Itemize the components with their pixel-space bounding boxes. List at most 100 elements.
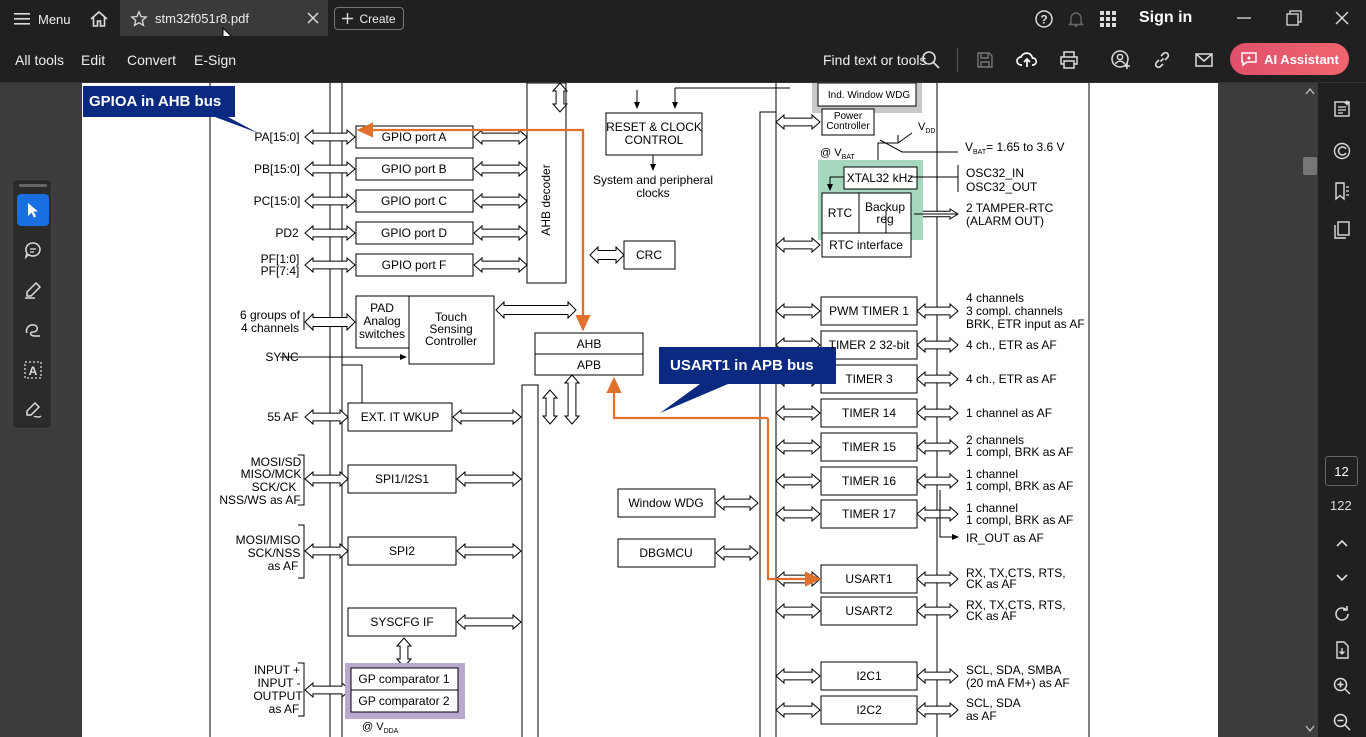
bus-arrow <box>916 404 959 422</box>
reset-clock-2: CONTROL <box>625 133 684 147</box>
i2c2-desc-2: as AF <box>966 709 997 723</box>
spi1-label: SPI1/I2S1 <box>375 472 429 486</box>
sign-in-button[interactable]: Sign in <box>1139 9 1193 26</box>
i2c1-label: I2C1 <box>856 669 882 683</box>
bus-arrow <box>541 389 559 425</box>
menu-button[interactable]: Menu <box>14 10 71 28</box>
ai-summary-icon[interactable] <box>1332 99 1352 119</box>
close-tab-icon[interactable] <box>306 11 320 25</box>
page-download-icon[interactable] <box>1332 640 1352 660</box>
apps-grid-icon[interactable] <box>1098 9 1118 29</box>
share-user-icon[interactable] <box>1110 49 1132 71</box>
sys-clocks-2: clocks <box>636 186 669 200</box>
bell-icon[interactable] <box>1066 9 1086 29</box>
restore-icon[interactable] <box>1284 8 1304 28</box>
document-viewport[interactable]: GPIOA in AHB bus USART1 in APB bus PA[15… <box>0 83 1318 737</box>
ir-out: IR_OUT as AF <box>966 531 1044 545</box>
bus-arrow <box>916 667 959 685</box>
timer16-desc-1: 1 channel <box>966 467 1018 481</box>
highlight-tool[interactable] <box>17 274 49 306</box>
bus-arrow <box>775 667 821 685</box>
page-number-input[interactable]: 12 <box>1325 456 1358 486</box>
vdda-label: @ V <box>362 721 384 733</box>
touch-groups-2: 4 channels <box>241 321 299 335</box>
find-text-tools[interactable]: Find text or tools <box>823 52 927 68</box>
pdf-page: GPIOA in AHB bus USART1 in APB bus PA[15… <box>82 83 1218 737</box>
comments-panel-icon[interactable] <box>1332 141 1352 161</box>
create-button[interactable]: Create <box>334 7 404 30</box>
toolbar-grip[interactable] <box>19 184 47 187</box>
title-bar: Menu stm32f051r8.pdf Create ? Sign in <box>0 0 1366 45</box>
signature-pen-icon <box>26 401 42 418</box>
link-icon[interactable] <box>1152 50 1172 70</box>
port-a-label: PA[15:0] <box>254 130 299 144</box>
timer-14: TIMER 14 <box>842 406 896 420</box>
timer16-desc-2: 1 compl, BRK as AF <box>966 479 1073 493</box>
zoom-in-icon[interactable] <box>1332 676 1352 696</box>
ai-assistant-button[interactable]: AI Assistant <box>1230 43 1349 75</box>
save-icon[interactable] <box>975 50 995 70</box>
bus-arrow <box>775 701 821 719</box>
edit-menu[interactable]: Edit <box>81 52 106 68</box>
star-icon[interactable] <box>130 10 148 28</box>
rotate-icon[interactable] <box>1332 604 1352 624</box>
ext-it-label: EXT. IT WKUP <box>361 410 439 424</box>
previous-page-icon[interactable] <box>1332 533 1352 553</box>
bookmarks-icon[interactable] <box>1332 181 1352 201</box>
cloud-upload-icon[interactable] <box>1016 49 1038 71</box>
timer1-desc-3: BRK, ETR input as AF <box>966 317 1085 331</box>
pages-panel-icon[interactable] <box>1332 220 1352 240</box>
ai-sparkle-icon <box>1241 52 1257 67</box>
usart2-desc-2: CK as AF <box>966 609 1017 623</box>
timer-1: PWM TIMER 1 <box>829 304 909 318</box>
select-tool[interactable] <box>17 194 49 226</box>
osc-out: OSC32_OUT <box>966 180 1038 194</box>
scroll-up-icon[interactable] <box>1305 87 1315 95</box>
bus-arrow <box>715 494 759 512</box>
timer17-desc-1: 1 channel <box>966 501 1018 515</box>
draw-tool[interactable] <box>17 314 49 346</box>
ahb-decoder-label: AHB decoder <box>539 164 553 235</box>
reset-clock-1: RESET & CLOCK <box>606 120 702 134</box>
sign-tool[interactable] <box>17 394 49 426</box>
help-icon[interactable]: ? <box>1034 9 1054 29</box>
convert-menu[interactable]: Convert <box>127 52 177 68</box>
bus-arrow <box>916 438 959 456</box>
scroll-down-icon[interactable] <box>1305 725 1315 733</box>
email-icon[interactable] <box>1194 50 1214 70</box>
esign-menu[interactable]: E-Sign <box>194 52 237 68</box>
bus-arrow <box>304 160 356 178</box>
bus-arrow <box>473 256 528 274</box>
comp-pin-4: as AF <box>269 702 300 716</box>
all-tools-menu[interactable]: All tools <box>15 52 65 68</box>
apb-label: APB <box>577 358 601 372</box>
bus-arrow <box>304 408 349 426</box>
freehand-icon <box>25 324 40 337</box>
bus-arrow <box>304 542 349 560</box>
syscfg-label: SYSCFG IF <box>370 615 433 629</box>
next-page-icon[interactable] <box>1332 567 1352 587</box>
scrollbar-thumb[interactable] <box>1303 157 1317 175</box>
af55-label: 55 AF <box>267 410 298 424</box>
vertical-scrollbar[interactable] <box>1302 83 1318 737</box>
vdda-sub: DDA <box>384 728 399 735</box>
text-select-tool[interactable]: A <box>17 354 49 386</box>
minimize-icon[interactable] <box>1234 8 1254 28</box>
comment-tool[interactable] <box>17 234 49 266</box>
timer15-desc-2: 1 compl, BRK as AF <box>966 445 1073 459</box>
svg-text:VBAT= 1.65 to 3.6 V: VBAT= 1.65 to 3.6 V <box>965 140 1065 156</box>
usart1-desc-1: RX, TX,CTS, RTS, <box>966 566 1066 580</box>
home-icon[interactable] <box>88 8 110 30</box>
search-icon[interactable] <box>921 50 941 70</box>
vbat-at-sub: BAT <box>842 154 856 161</box>
print-icon[interactable] <box>1058 49 1080 71</box>
spi1-pin-4: NSS/WS as AF <box>219 493 300 507</box>
close-window-icon[interactable] <box>1332 8 1352 28</box>
bus-arrow <box>715 544 759 562</box>
comment-icon <box>24 242 41 260</box>
bus-arrow <box>916 302 959 320</box>
bus-arrow <box>589 245 625 265</box>
comp-pin-1: INPUT + <box>254 663 300 677</box>
annotation-toolbar: A <box>12 179 52 429</box>
zoom-out-icon[interactable] <box>1332 712 1352 732</box>
